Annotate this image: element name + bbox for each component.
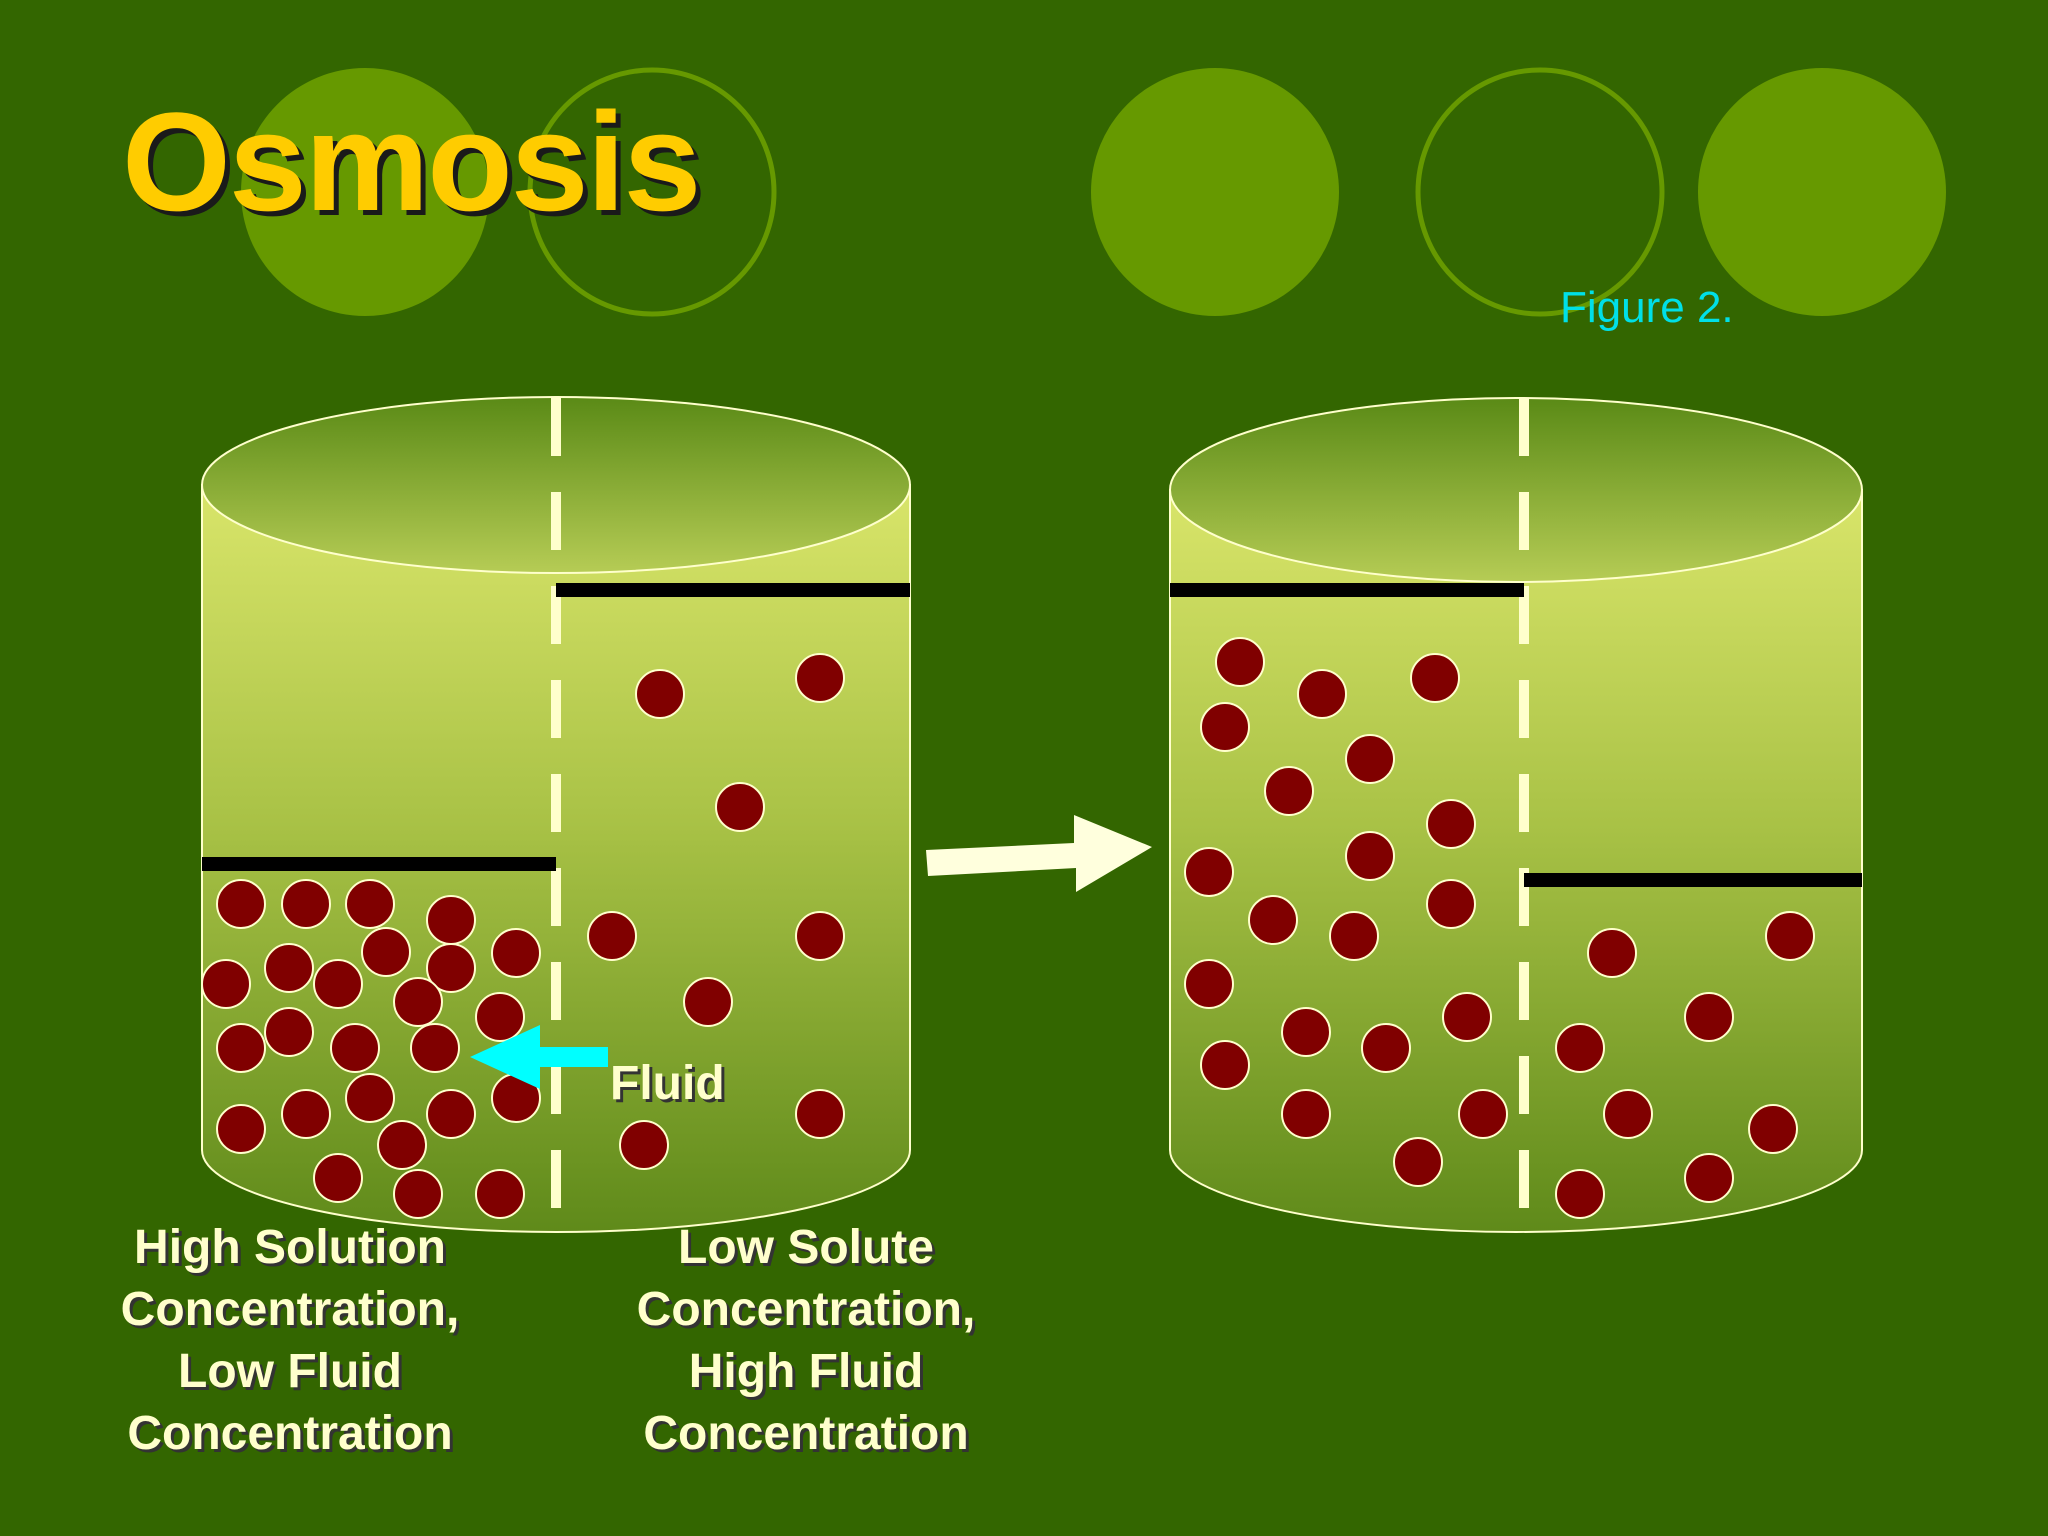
solute-particle	[264, 943, 314, 993]
solute-particle	[1345, 734, 1395, 784]
solute-particle	[1603, 1089, 1653, 1139]
solute-particle	[1184, 959, 1234, 1009]
figure-label: Figure 2.	[1560, 283, 1734, 332]
solute-particles-before	[201, 653, 845, 1219]
decorative-circles	[241, 67, 1946, 317]
solute-particle	[410, 1023, 460, 1073]
solute-particle	[1345, 831, 1395, 881]
solute-particle	[795, 911, 845, 961]
solute-particle	[313, 959, 363, 1009]
caption-line: Low Fluid	[178, 1345, 402, 1398]
solute-particle	[587, 911, 637, 961]
solute-particle	[1765, 911, 1815, 961]
solute-particle	[345, 879, 395, 929]
solute-particle	[216, 1104, 266, 1154]
decor-circle-filled	[1698, 68, 1946, 316]
solute-particle	[1264, 766, 1314, 816]
solute-particle	[715, 782, 765, 832]
container-top-opening	[1169, 397, 1863, 583]
solute-particle	[264, 1007, 314, 1057]
solute-particle	[1555, 1169, 1605, 1219]
solute-particle	[1361, 1023, 1411, 1073]
solute-particle	[313, 1153, 363, 1203]
solute-particle	[1410, 653, 1460, 703]
caption-line: Concentration	[127, 1407, 453, 1460]
solute-particle	[216, 879, 266, 929]
caption-line: High Solution	[134, 1221, 446, 1274]
container-top-opening	[201, 396, 911, 574]
solute-particle	[426, 1089, 476, 1139]
solute-particle	[1426, 879, 1476, 929]
solute-particle	[475, 992, 525, 1042]
solute-particle	[1426, 799, 1476, 849]
solute-particle	[1215, 637, 1265, 687]
solute-particle	[201, 959, 251, 1009]
solute-particle	[281, 1089, 331, 1139]
caption-line: High Fluid	[688, 1345, 924, 1398]
solute-particle	[1281, 1089, 1331, 1139]
solute-particle	[330, 1023, 380, 1073]
caption-line: Low Solute	[678, 1221, 934, 1274]
solute-particle	[683, 977, 733, 1027]
solute-particle	[281, 879, 331, 929]
solute-particle	[1184, 847, 1234, 897]
solute-particle	[475, 1169, 525, 1219]
fluid-arrow	[470, 1025, 608, 1089]
caption-left: High Solution Concentration, Low Fluid C…	[60, 1217, 520, 1465]
solute-particle	[1684, 1153, 1734, 1203]
decor-circle-outline	[1415, 67, 1665, 317]
solute-particle	[1248, 895, 1298, 945]
solute-particle	[1555, 1023, 1605, 1073]
container-after	[1169, 397, 1863, 1233]
container-before	[201, 396, 911, 1233]
solute-particle	[426, 895, 476, 945]
solute-particle	[1200, 1040, 1250, 1090]
solute-particle	[635, 669, 685, 719]
solute-particle	[795, 653, 845, 703]
slide-title: Osmosis	[122, 83, 701, 240]
decor-circle-filled	[1091, 68, 1339, 316]
solute-particle	[619, 1120, 669, 1170]
transition-arrow	[926, 815, 1152, 892]
solute-particle	[491, 928, 541, 978]
solute-particle	[377, 1120, 427, 1170]
solute-particle	[1200, 702, 1250, 752]
solute-particle	[345, 1073, 395, 1123]
solute-particle	[1684, 992, 1734, 1042]
fluid-arrow-label: Fluid	[610, 1057, 725, 1110]
decor-circle-outline	[527, 67, 777, 317]
solute-particle	[426, 943, 476, 993]
solute-particle	[1442, 992, 1492, 1042]
caption-line: Concentration,	[120, 1283, 460, 1336]
solute-particle	[795, 1089, 845, 1139]
container-body	[1169, 489, 1863, 1233]
decor-circle-filled	[241, 68, 489, 316]
solute-particle	[1297, 669, 1347, 719]
solute-particle	[216, 1023, 266, 1073]
caption-line: Concentration	[643, 1407, 969, 1460]
caption-line: Concentration,	[636, 1283, 976, 1336]
solute-particle	[1748, 1104, 1798, 1154]
solute-particle	[393, 977, 443, 1027]
solute-particle	[1587, 928, 1637, 978]
solute-particle	[393, 1169, 443, 1219]
solute-particle	[361, 927, 411, 977]
solute-particle	[1329, 911, 1379, 961]
solute-particles-after	[1184, 637, 1815, 1219]
caption-right: Low Solute Concentration, High Fluid Con…	[576, 1217, 1036, 1465]
solute-particle	[1281, 1007, 1331, 1057]
solute-particle	[1458, 1089, 1508, 1139]
solute-particle	[1393, 1137, 1443, 1187]
